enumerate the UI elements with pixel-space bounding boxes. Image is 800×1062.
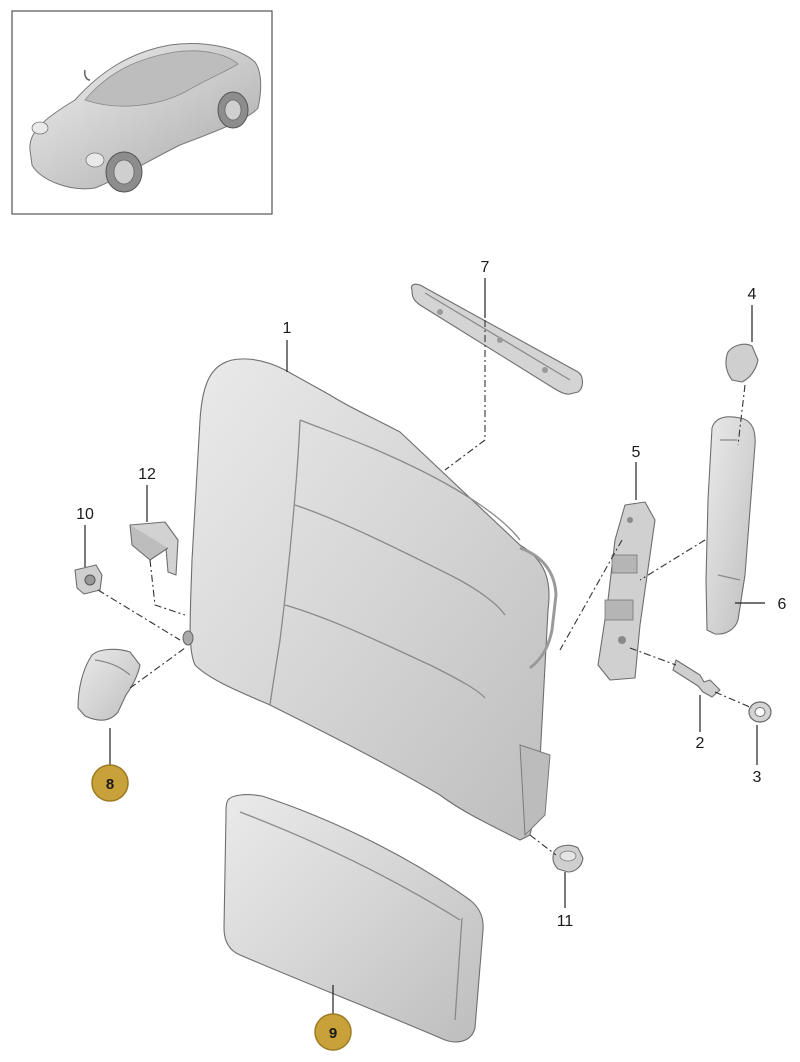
- badge-8-label: 8: [106, 776, 114, 793]
- part-9-back-panel[interactable]: [223, 794, 484, 1043]
- callout-6: 6: [778, 596, 787, 613]
- part-1-backrest[interactable]: [182, 358, 558, 841]
- callout-7: 7: [481, 259, 490, 276]
- callout-5: 5: [632, 444, 641, 461]
- badge-9-label: 9: [329, 1025, 337, 1042]
- part-5-hinge[interactable]: [597, 501, 656, 681]
- part-12-bracket[interactable]: [129, 521, 179, 576]
- part-7-upper-trim[interactable]: [410, 283, 584, 395]
- part-8-side-cover[interactable]: [77, 648, 141, 721]
- badge-8[interactable]: 8: [91, 764, 129, 802]
- car-thumbnail-icon: [29, 43, 262, 193]
- part-6-side-trim[interactable]: [705, 416, 756, 635]
- callout-2: 2: [696, 735, 705, 752]
- part-4-cap[interactable]: [725, 343, 759, 383]
- part-11-plug[interactable]: [552, 844, 584, 873]
- part-3-washer[interactable]: [748, 701, 772, 723]
- car-thumbnail: [11, 10, 273, 215]
- part-2-bolt[interactable]: [672, 659, 721, 698]
- callout-3: 3: [753, 769, 762, 786]
- callout-10: 10: [76, 506, 94, 523]
- badge-9[interactable]: 9: [314, 1013, 352, 1051]
- callouts: 1 7 4 5 6 12 10 2 3 11: [76, 259, 786, 930]
- part-10-clip[interactable]: [74, 564, 103, 595]
- leader-lines: [84, 278, 765, 1015]
- assembly-lines: [97, 320, 753, 856]
- callout-11: 11: [557, 913, 574, 930]
- callout-12: 12: [138, 466, 156, 483]
- callout-4: 4: [748, 286, 757, 303]
- callout-1: 1: [283, 320, 292, 337]
